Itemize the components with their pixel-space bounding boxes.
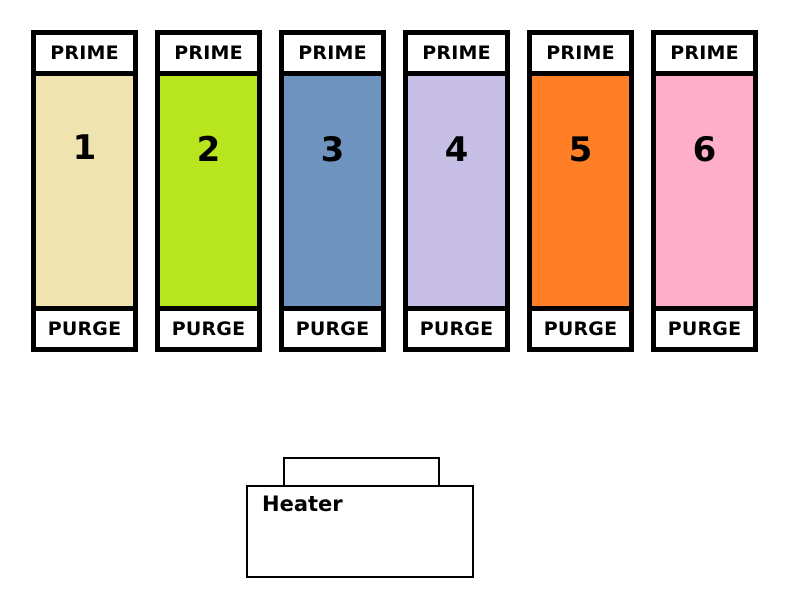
purge-button-3[interactable]: PURGE <box>284 306 381 347</box>
prime-button-5[interactable]: PRIME <box>532 35 629 76</box>
slot-4: PRIME 4 PURGE <box>403 30 510 352</box>
slot-2: PRIME 2 PURGE <box>155 30 262 352</box>
cartridge-number-5: 5 <box>568 130 593 170</box>
purge-button-2[interactable]: PURGE <box>160 306 257 347</box>
prime-button-6[interactable]: PRIME <box>656 35 753 76</box>
cartridge-4[interactable] <box>408 76 505 306</box>
cartridge-number-1: 1 <box>72 128 97 168</box>
heater-label: Heater <box>262 492 343 516</box>
cartridge-6[interactable] <box>656 76 753 306</box>
prime-button-3[interactable]: PRIME <box>284 35 381 76</box>
purge-button-5[interactable]: PURGE <box>532 306 629 347</box>
purge-button-1[interactable]: PURGE <box>36 306 133 347</box>
prime-button-2[interactable]: PRIME <box>160 35 257 76</box>
slot-5: PRIME 5 PURGE <box>527 30 634 352</box>
heater-lid[interactable] <box>283 457 440 487</box>
cartridge-3[interactable] <box>284 76 381 306</box>
cartridge-2[interactable] <box>160 76 257 306</box>
purge-button-4[interactable]: PURGE <box>408 306 505 347</box>
slot-1: PRIME 1 PURGE <box>31 30 138 352</box>
cartridge-1[interactable] <box>36 76 133 306</box>
cartridge-5[interactable] <box>532 76 629 306</box>
cartridge-number-6: 6 <box>692 130 717 170</box>
heater-box[interactable]: Heater <box>246 485 474 578</box>
purge-button-6[interactable]: PURGE <box>656 306 753 347</box>
cartridge-number-2: 2 <box>196 130 221 170</box>
prime-button-1[interactable]: PRIME <box>36 35 133 76</box>
slot-6: PRIME 6 PURGE <box>651 30 758 352</box>
cartridge-number-4: 4 <box>444 130 469 170</box>
cartridge-number-3: 3 <box>320 130 345 170</box>
prime-button-4[interactable]: PRIME <box>408 35 505 76</box>
slot-3: PRIME 3 PURGE <box>279 30 386 352</box>
